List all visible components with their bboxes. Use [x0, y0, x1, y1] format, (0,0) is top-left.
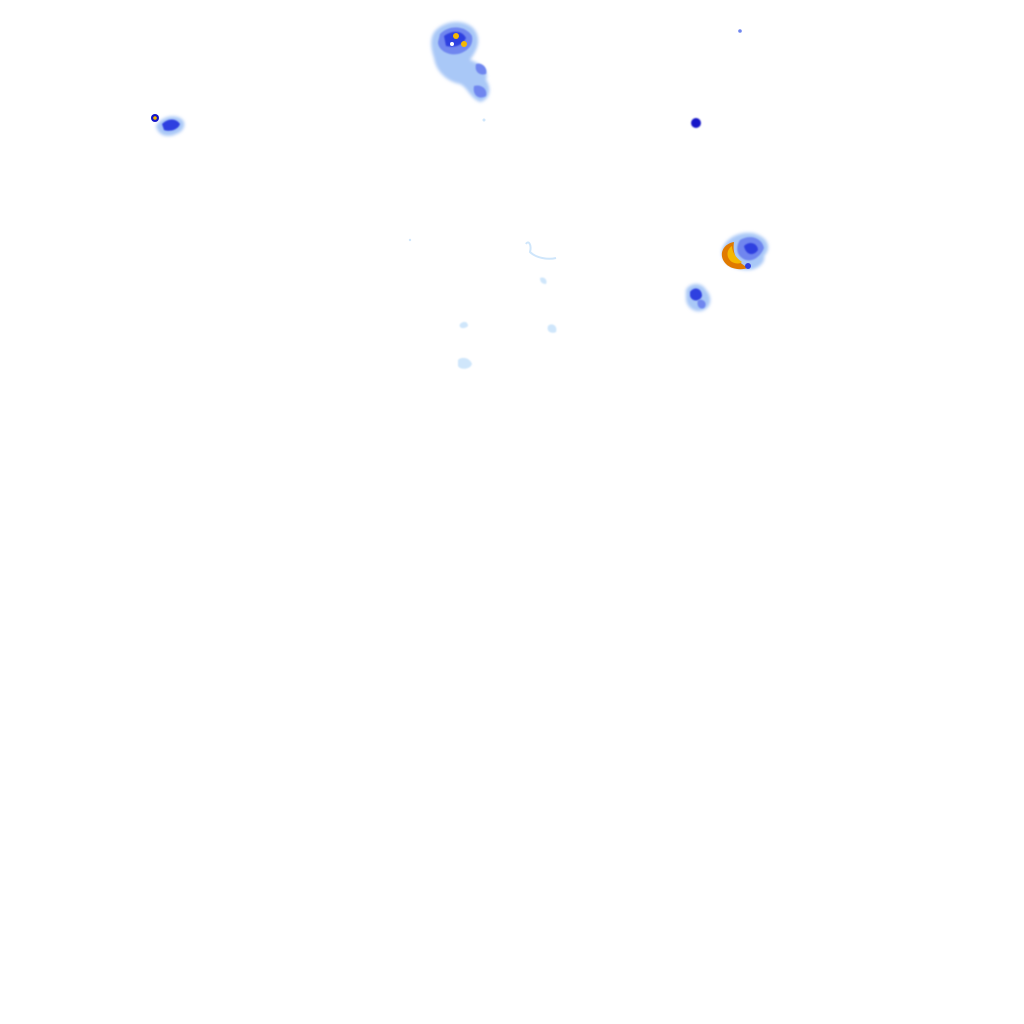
radar-echo-cell-east-storm	[721, 232, 769, 270]
radar-echo-cell-west	[151, 114, 185, 136]
radar-echo-cell-north-east-dot	[691, 29, 742, 128]
radar-echo-cell-east-south	[686, 284, 711, 312]
radar-echo-cell-north-center	[431, 21, 490, 102]
radar-echo-cell-central-scatter	[408, 118, 557, 369]
